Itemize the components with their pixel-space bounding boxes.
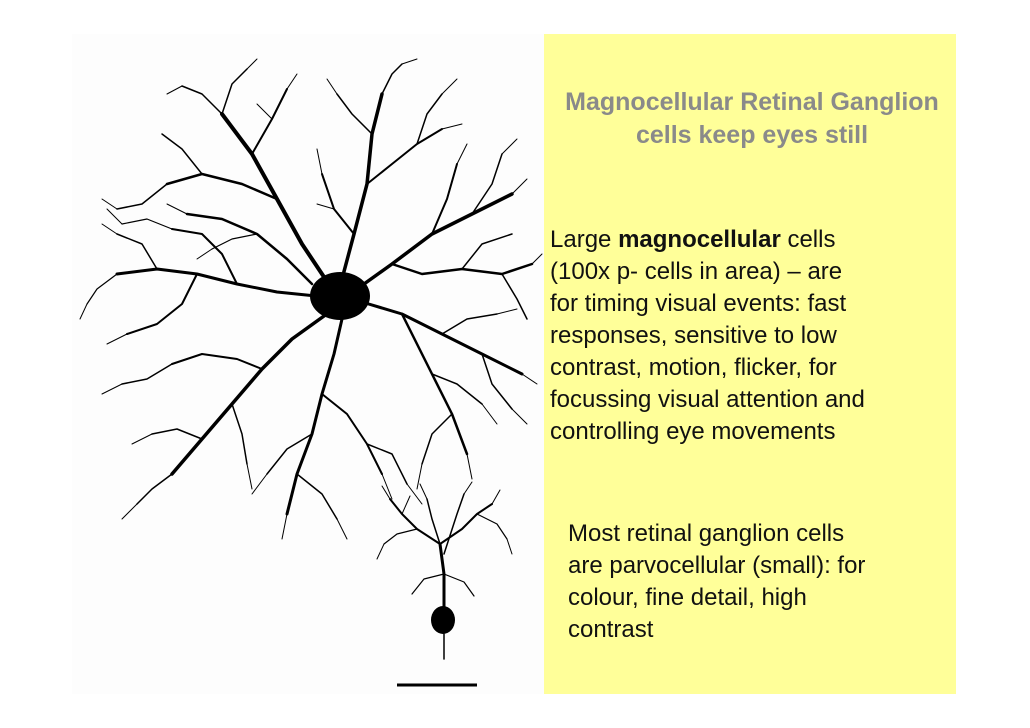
- parvocellular-cell-drawing: [376, 481, 513, 660]
- text-run: cells: [780, 226, 836, 253]
- paragraph-line: contrast, motion, flicker, for: [550, 354, 837, 381]
- paragraph-line: (100x p- cells in area) – are: [550, 258, 843, 285]
- paragraph-line: Most retinal ganglion cells: [568, 520, 845, 547]
- text-panel: Magnocellular Retinal Ganglion cells kee…: [544, 34, 956, 694]
- paragraph-line: responses, sensitive to low: [550, 322, 837, 349]
- bold-term: magnocellular: [618, 226, 781, 253]
- paragraph-line: focussing visual attention and: [550, 386, 865, 413]
- paragraph-line: for timing visual events: fast: [550, 290, 847, 317]
- parvocellular-soma: [431, 606, 455, 634]
- ganglion-cell-drawing: [79, 58, 543, 687]
- neuron-figure: [72, 34, 544, 694]
- slide-title: Magnocellular Retinal Ganglion cells kee…: [565, 88, 939, 149]
- magnocellular-soma: [310, 272, 370, 320]
- paragraph-line: controlling eye movements: [550, 418, 836, 445]
- paragraph-parvocellular: Most retinal ganglion cells are parvocel…: [568, 518, 952, 646]
- text-run: Large: [550, 226, 619, 253]
- paragraph-line: contrast: [568, 616, 654, 643]
- paragraph-magnocellular: Large magnocellular cells (100x p- cells…: [550, 224, 954, 448]
- paragraph-line: Large magnocellular cells: [550, 224, 954, 256]
- magnocellular-cell-drawing: [79, 58, 543, 540]
- paragraph-line: colour, fine detail, high: [568, 584, 807, 611]
- paragraph-line: are parvocellular (small): for: [568, 552, 866, 579]
